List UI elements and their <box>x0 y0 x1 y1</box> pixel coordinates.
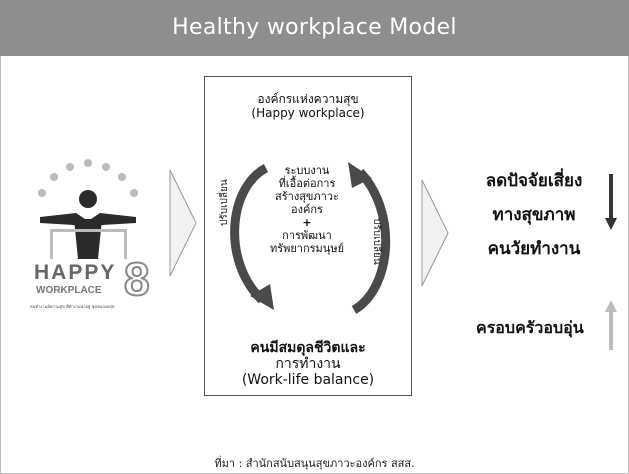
middle-line: องค์กร <box>291 203 323 216</box>
arrow-left-label: ปรับเปลี่ยน <box>219 179 230 226</box>
happy8-logo: 8 HAPPY WORKPLACE คนทำงานมีความสุข ที่ทำ… <box>20 155 170 325</box>
chevron-right-icon <box>169 169 197 277</box>
middle-line: ที่เอื้อต่อการ <box>278 177 336 190</box>
risk-line: ทางสุขภาพ <box>492 205 576 225</box>
logo-sub: WORKPLACE <box>36 285 102 296</box>
logo-caption: คนทำงานมีความสุข ที่ทำงานน่าอยู่ ชุมชนสง… <box>30 304 115 309</box>
source-note: ที่มา : สำนักสนับสนุนสุขภาวะองค์กร สสส. <box>214 457 415 470</box>
center-middle-text: ระบบงาน ที่เอื้อต่อการ สร้างสุขภาวะ องค์… <box>244 164 370 255</box>
risk-line: ลดปัจจัยเสี่ยง <box>485 171 583 191</box>
risk-line: คนวัยทำงาน <box>487 239 581 259</box>
worklife-th-2: การทำงาน <box>275 356 341 372</box>
happy-person-icon: 8 <box>38 159 151 306</box>
happy-workplace-en: (Happy workplace) <box>251 106 365 120</box>
slide-title: Healthy workplace Model <box>0 0 629 56</box>
svg-text:8: 8 <box>124 253 150 305</box>
arrow-up-icon <box>605 300 617 350</box>
worklife-en: (Work-life balance) <box>241 372 375 388</box>
arrow-down-icon <box>605 174 617 230</box>
middle-line: ระบบงาน <box>284 164 330 177</box>
middle-line: + <box>302 216 312 229</box>
warm-family-text: ครอบครัวอบอุ่น <box>476 318 584 337</box>
logo-brand: HAPPY <box>34 261 117 284</box>
arrow-right-label: ปรับเปลี่ยน <box>371 218 382 265</box>
worklife-th-1: คนมีสมดุลชีวิตและ <box>250 340 366 356</box>
risk-reduction-text: ลดปัจจัยเสี่ยง ทางสุขภาพ คนวัยทำงาน <box>462 164 606 266</box>
happy-workplace-th: องค์กรแห่งความสุข <box>257 92 359 106</box>
middle-line: ทรัพยากรมนุษย์ <box>269 242 345 255</box>
chevron-right-icon <box>421 179 449 287</box>
middle-line: การพัฒนา <box>282 229 332 242</box>
cycle-arrows-icon <box>230 162 391 314</box>
middle-line: สร้างสุขภาวะ <box>275 190 339 203</box>
